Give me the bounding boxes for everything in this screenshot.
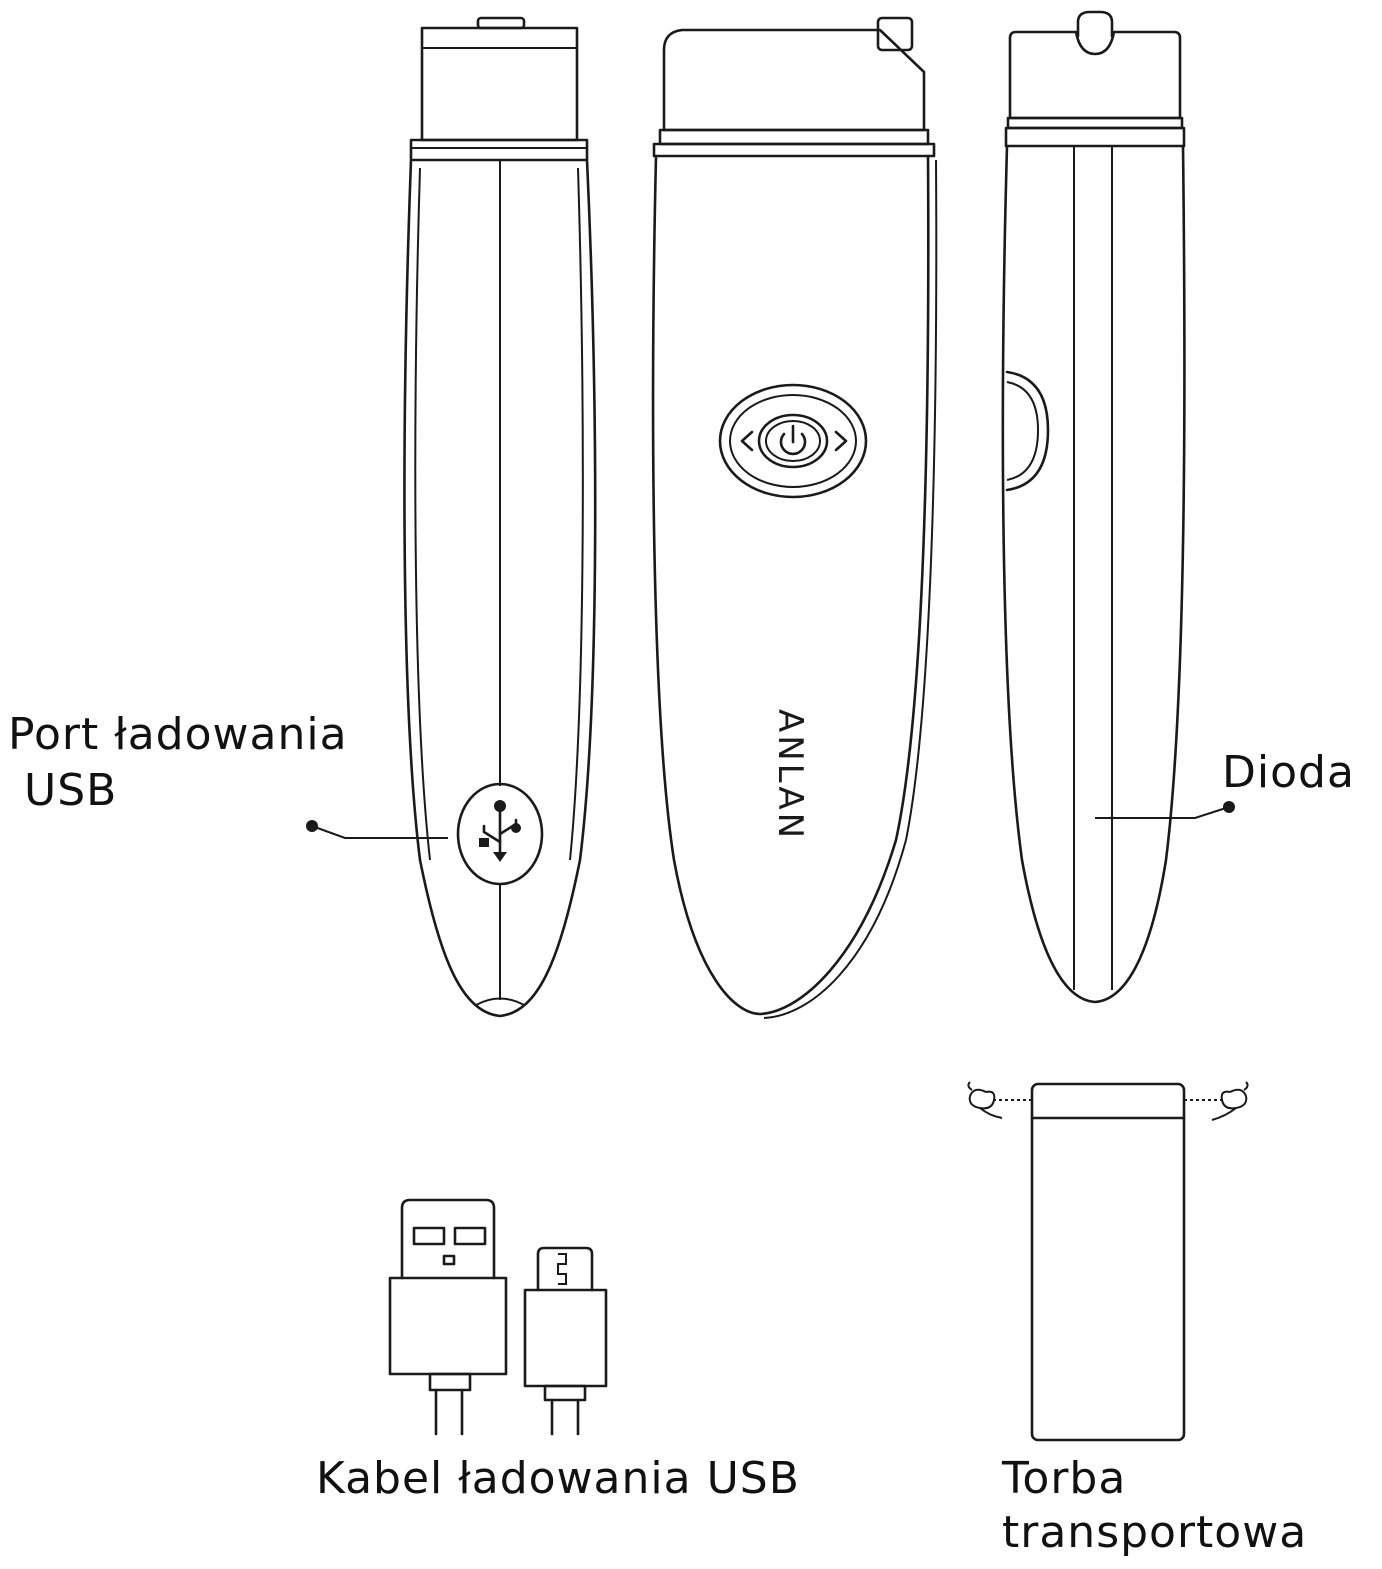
usb-port-label-line1: Port ładowania — [8, 709, 348, 760]
device-side-view-left — [306, 16, 597, 1018]
usb-port-label-line2: USB — [24, 765, 118, 816]
led-label: Dioda — [1222, 747, 1355, 798]
device-front-view: ANLAN — [651, 16, 938, 1019]
device-side-view-right — [1001, 10, 1235, 1004]
usb-icon — [479, 800, 521, 862]
pouch-illustration — [967, 1081, 1249, 1442]
pouch-label-line2: transportowa — [1002, 1507, 1308, 1558]
usb-port — [456, 782, 544, 886]
usb-port-leader-line — [306, 820, 448, 839]
chevron-left-icon — [740, 430, 754, 452]
power-button — [718, 383, 868, 499]
usb-cable-illustration — [388, 1198, 608, 1436]
brand-logo: ANLAN — [770, 709, 810, 841]
led-leader-line — [1095, 801, 1235, 819]
usb-cable-label: Kabel ładowania USB — [316, 1453, 800, 1504]
power-icon — [779, 424, 807, 456]
pouch-label-line1: Torba — [1002, 1453, 1127, 1504]
chevron-right-icon — [834, 430, 848, 452]
